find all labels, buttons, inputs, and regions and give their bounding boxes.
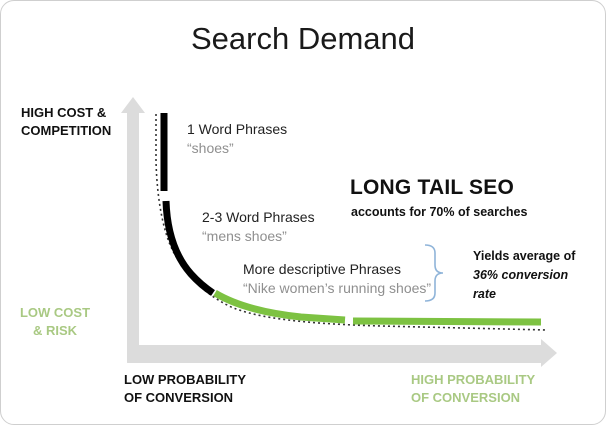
y-axis-bottom-label-line-2: & RISK [32, 323, 78, 338]
x-axis-left-label: LOW PROBABILITY OF CONVERSION [124, 371, 246, 407]
yields-callout: Yields average of 36% conversion rate [473, 247, 575, 304]
segment-3-example: “Nike women’s running shoes” [243, 280, 432, 296]
segment-2-example: “mens shoes” [202, 228, 287, 244]
segment-1-phrase: 1 Word Phrases [187, 121, 288, 137]
x-axis-left-label-line-1: LOW PROBABILITY [124, 372, 247, 387]
y-axis-top-label: HIGH COST & COMPETITION [21, 104, 111, 140]
segment-2-phrase: 2-3 Word Phrases [202, 209, 315, 225]
curve-segment-tail-2 [352, 317, 542, 326]
horizontal-axis-arrow [127, 339, 557, 367]
segment-3-phrase: More descriptive Phrases [243, 261, 401, 277]
curly-brace [424, 244, 444, 302]
curve-segment-mid [162, 200, 215, 296]
long-tail-subhead: accounts for 70% of searches [351, 205, 528, 219]
yields-line-1: Yields average of [473, 249, 576, 263]
y-axis-bottom-label: LOW COST & RISK [1, 304, 109, 340]
x-axis-right-label: HIGH PROBABILITY OF CONVERSION [411, 371, 535, 407]
yields-line-2: 36% conversion [473, 268, 569, 282]
long-tail-headline: LONG TAIL SEO [350, 176, 514, 199]
y-axis-top-label-line-1: HIGH COST & [21, 105, 107, 120]
vertical-axis-arrow [121, 97, 145, 363]
x-axis-left-label-line-2: OF CONVERSION [124, 390, 234, 405]
y-axis-top-label-line-2: COMPETITION [21, 123, 112, 138]
curve-segment-tail-1 [213, 289, 346, 324]
yields-line-3: rate [473, 287, 496, 301]
y-axis-bottom-label-line-1: LOW COST [19, 305, 91, 320]
x-axis-right-label-line-1: HIGH PROBABILITY [411, 372, 536, 387]
x-axis-right-label-line-2: OF CONVERSION [411, 390, 521, 405]
diagram-title: Search Demand [190, 21, 415, 56]
segment-1-example: “shoes” [187, 140, 234, 156]
